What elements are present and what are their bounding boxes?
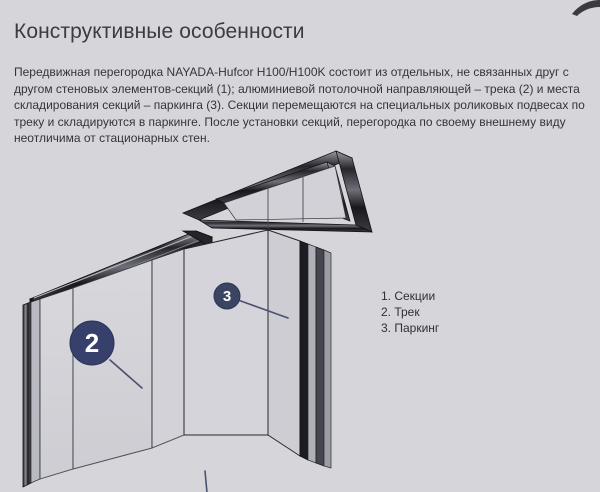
section-3-face	[151, 248, 185, 449]
section-5-edge-a	[299, 240, 309, 461]
leader-line-3	[237, 299, 289, 319]
diagram-legend: 1. Секции 2. Трек 3. Паркинг	[381, 288, 439, 336]
legend-item-1: 1. Секции	[381, 289, 436, 303]
section-5-edge-c	[315, 246, 325, 467]
page-title: Конструктивные особенности	[14, 20, 305, 44]
wall-sections-group	[22, 229, 332, 488]
legend-item-3: 3. Паркинг	[381, 321, 440, 335]
callout-2-circle	[69, 320, 115, 366]
section-1-face	[39, 287, 74, 480]
callout-2-label: 2	[85, 328, 99, 358]
section-2-face	[72, 259, 153, 470]
leader-lines-group	[109, 299, 289, 492]
section-5-face	[267, 229, 301, 457]
section-5-edge-d	[323, 249, 332, 469]
intro-paragraph: Передвижная перегородка NAYADA-Hufcor H1…	[14, 65, 585, 145]
floor-guide-mid	[72, 434, 185, 470]
legend-item-2: 2. Трек	[381, 305, 420, 319]
parking-opening	[223, 165, 347, 221]
leader-line-1b	[204, 470, 208, 492]
callout-3-label: 3	[223, 288, 231, 305]
callout-3-circle	[213, 282, 241, 310]
section-1-edge-dark	[22, 301, 32, 488]
corner-artifact	[560, 0, 600, 16]
floor-guide-left	[39, 468, 74, 480]
parking-track-group	[181, 150, 373, 233]
corner-artifact-shape	[572, 0, 600, 16]
leader-line-2	[109, 359, 143, 389]
callout-3[interactable]: 3	[213, 282, 241, 310]
partition-diagram: 3 2 1	[0, 136, 600, 492]
section-5-edge-b	[307, 243, 317, 464]
parking-rail-front	[197, 219, 373, 233]
section-1-edge-light	[30, 298, 41, 484]
section-4-face	[183, 229, 269, 436]
callout-2[interactable]: 2	[69, 320, 115, 366]
main-track-highlight	[33, 233, 199, 299]
